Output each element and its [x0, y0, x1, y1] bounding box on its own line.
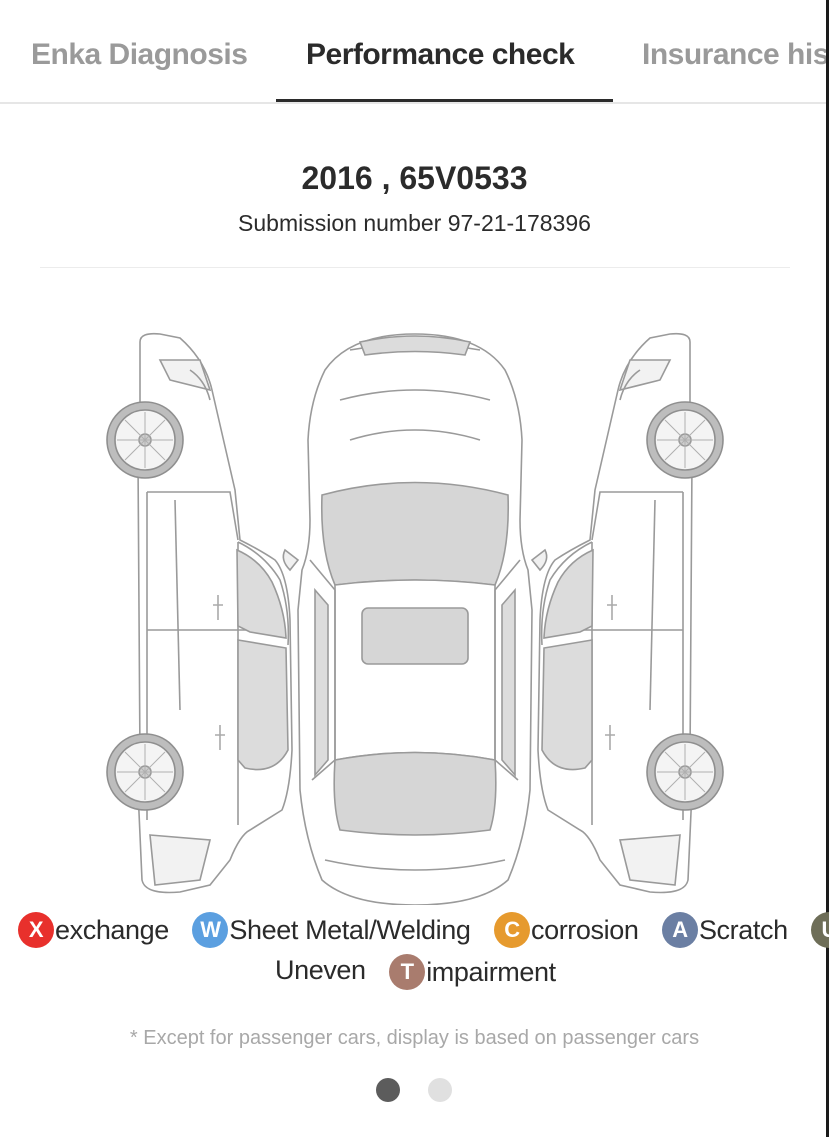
active-tab-indicator [276, 99, 613, 102]
legend-label: corrosion [530, 914, 639, 945]
legend-row-1: X exchange W Sheet Metal/Welding C corro… [18, 912, 829, 948]
badge-w-icon: W [192, 912, 229, 948]
legend-label: exchange [55, 914, 169, 945]
legend-row-2: Uneven T impairment [275, 954, 572, 990]
badge-x-icon: X [18, 912, 54, 948]
legend-uneven: Uneven [275, 955, 366, 986]
legend-corrosion: C corrosion [493, 912, 639, 948]
legend-label: Uneven [275, 955, 366, 985]
legend-exchange: X exchange [18, 912, 169, 948]
badge-t-icon: T [389, 954, 426, 990]
badge-u-icon: U [811, 912, 829, 948]
tab-bar: Enka Diagnosis Performance check Insuran… [0, 0, 826, 104]
footnote: * Except for passenger cars, display is … [129, 1027, 700, 1049]
right-edge-border [826, 0, 829, 1137]
tab-enka-diagnosis[interactable]: Enka Diagnosis [31, 38, 248, 71]
legend-impairment: T impairment [389, 954, 556, 990]
legend-uneven-badge: U [811, 912, 829, 948]
top-view [282, 333, 548, 906]
badge-c-icon: C [493, 912, 530, 948]
right-side-view [537, 332, 724, 894]
legend-scratch: A Scratch [661, 912, 788, 948]
legend-label: Sheet Metal/Welding [229, 914, 471, 945]
legend-sheet-metal: W Sheet Metal/Welding [192, 912, 471, 948]
page-dot-inactive[interactable] [428, 1078, 452, 1102]
badge-a-icon: A [661, 912, 698, 948]
left-side-view [106, 332, 293, 894]
car-title: 2016 , 65V0533 [301, 160, 528, 196]
page-dot-active[interactable] [376, 1078, 400, 1102]
submission-number: Submission number 97-21-178396 [238, 210, 591, 236]
legend-label: impairment [426, 956, 556, 987]
car-body-diagram [100, 320, 730, 906]
legend-label: Scratch [698, 914, 788, 945]
tab-insurance-history[interactable]: Insurance his [642, 38, 826, 71]
divider [40, 267, 790, 268]
tab-performance-check[interactable]: Performance check [306, 38, 575, 71]
